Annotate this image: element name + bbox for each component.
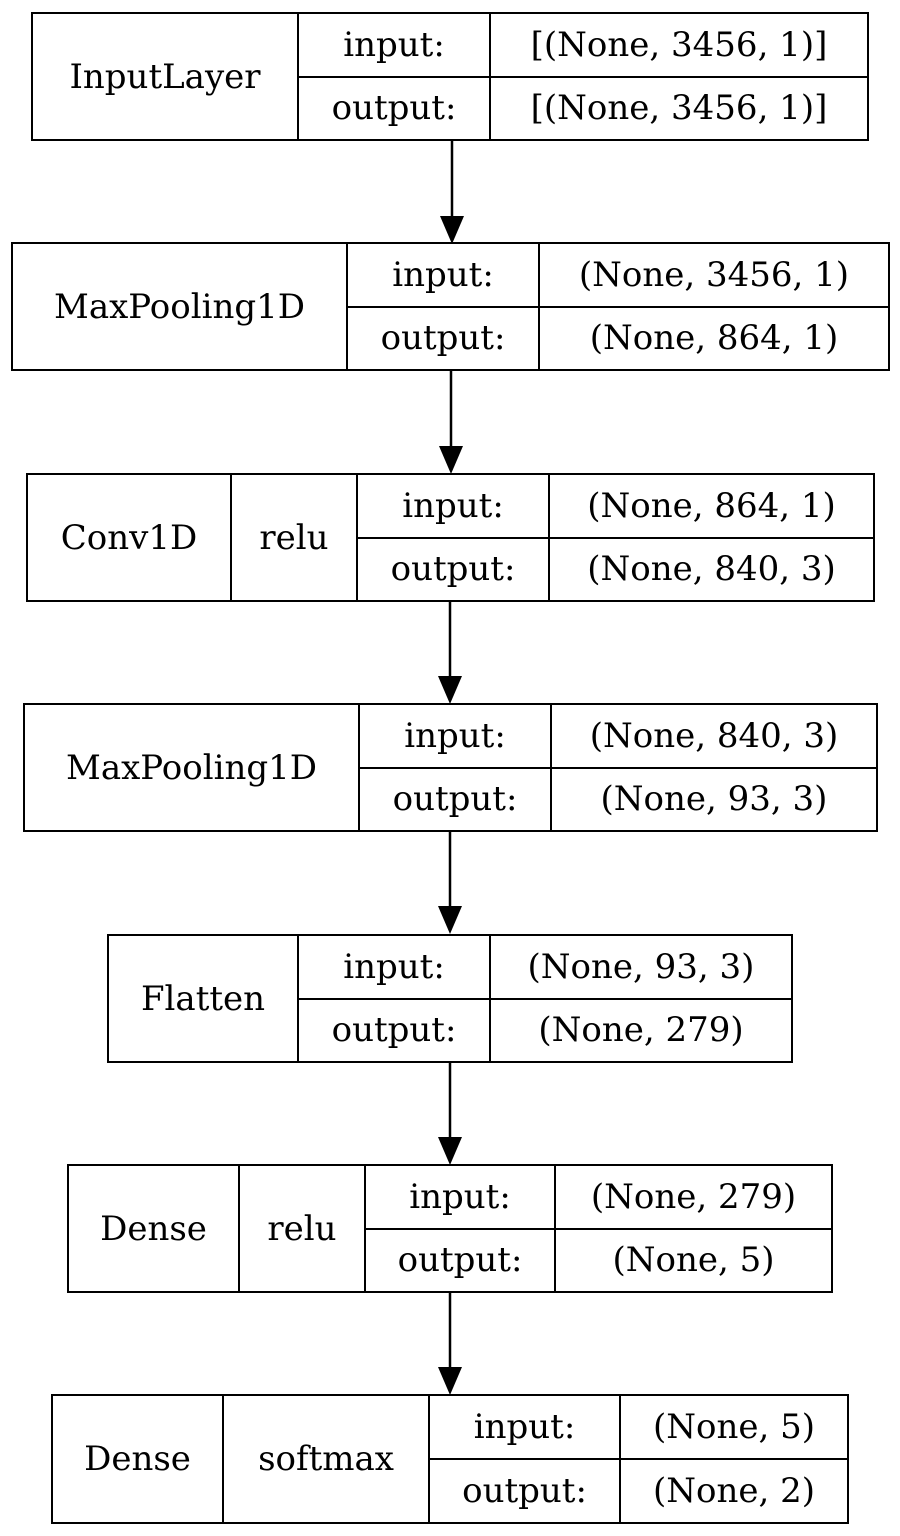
io-labels: input: output: bbox=[346, 244, 538, 369]
io-labels: input: output: bbox=[358, 705, 550, 830]
node-input-layer: InputLayer input: output: [(None, 3456, … bbox=[31, 12, 869, 141]
output-label: output: bbox=[358, 536, 548, 601]
node-maxpooling1d-2: MaxPooling1D input: output: (None, 840, … bbox=[23, 703, 878, 832]
layer-name: MaxPooling1D bbox=[66, 747, 317, 788]
io-labels: input: output: bbox=[297, 936, 489, 1061]
input-label: input: bbox=[409, 1176, 511, 1217]
activation: relu bbox=[230, 475, 356, 600]
input-shape: (None, 5) bbox=[652, 1407, 815, 1447]
output-label: output: bbox=[299, 997, 489, 1062]
output-label: output: bbox=[430, 1458, 619, 1522]
io-shapes: (None, 93, 3) (None, 279) bbox=[489, 936, 791, 1061]
output-label: output: bbox=[348, 305, 538, 370]
layer-name: InputLayer bbox=[69, 56, 261, 97]
input-label: input: bbox=[404, 715, 506, 756]
io-shapes: (None, 840, 3) (None, 93, 3) bbox=[550, 705, 876, 830]
output-shape: (None, 840, 3) bbox=[550, 536, 873, 601]
layer-name: Dense bbox=[100, 1208, 207, 1249]
node-flatten: Flatten input: output: (None, 93, 3) (No… bbox=[107, 934, 793, 1063]
output-shape: (None, 2) bbox=[621, 1458, 847, 1522]
node-maxpooling1d-1: MaxPooling1D input: output: (None, 3456,… bbox=[11, 242, 890, 371]
io-shapes: [(None, 3456, 1)] [(None, 3456, 1)] bbox=[489, 14, 867, 139]
activation: relu bbox=[238, 1166, 364, 1291]
input-label: input: bbox=[392, 254, 494, 295]
edge-flatten-to-dense1 bbox=[438, 1061, 462, 1165]
edge-maxpool2-to-flatten bbox=[438, 831, 462, 934]
input-label: input: bbox=[343, 946, 445, 987]
output-label: output: bbox=[360, 766, 550, 831]
io-shapes: (None, 3456, 1) (None, 864, 1) bbox=[538, 244, 888, 369]
input-label: input: bbox=[343, 24, 445, 65]
edge-dense1-to-dense2 bbox=[438, 1292, 462, 1395]
edge-input-to-maxpool1 bbox=[440, 140, 464, 244]
input-label: input: bbox=[402, 485, 504, 526]
input-shape: (None, 3456, 1) bbox=[578, 254, 850, 295]
input-shape: (None, 864, 1) bbox=[587, 485, 836, 526]
output-shape: [(None, 3456, 1)] bbox=[491, 75, 867, 140]
layer-name: Dense bbox=[84, 1439, 191, 1479]
input-shape: [(None, 3456, 1)] bbox=[530, 24, 828, 65]
output-shape: (None, 5) bbox=[556, 1227, 831, 1292]
io-labels: input: output: bbox=[297, 14, 489, 139]
edge-conv1d-to-maxpool2 bbox=[438, 601, 462, 704]
io-labels: input: output: bbox=[356, 475, 548, 600]
layer-name: MaxPooling1D bbox=[54, 286, 305, 327]
io-shapes: (None, 279) (None, 5) bbox=[554, 1166, 831, 1291]
output-label: output: bbox=[299, 75, 489, 140]
output-shape: (None, 93, 3) bbox=[552, 766, 876, 831]
node-conv1d: Conv1D relu input: output: (None, 864, 1… bbox=[26, 473, 875, 602]
layer-name: Conv1D bbox=[60, 517, 198, 558]
activation: softmax bbox=[222, 1396, 428, 1522]
edge-maxpool1-to-conv1d bbox=[439, 370, 463, 474]
output-shape: (None, 864, 1) bbox=[540, 305, 888, 370]
io-shapes: (None, 864, 1) (None, 840, 3) bbox=[548, 475, 873, 600]
io-labels: input: output: bbox=[364, 1166, 554, 1291]
node-dense-1: Dense relu input: output: (None, 279) (N… bbox=[67, 1164, 833, 1293]
input-shape: (None, 93, 3) bbox=[527, 946, 755, 987]
input-shape: (None, 279) bbox=[590, 1176, 797, 1217]
layer-name: Flatten bbox=[140, 978, 266, 1019]
input-label: input: bbox=[473, 1407, 576, 1447]
output-shape: (None, 279) bbox=[491, 997, 791, 1062]
input-shape: (None, 840, 3) bbox=[589, 715, 839, 756]
io-shapes: (None, 5) (None, 2) bbox=[619, 1396, 847, 1522]
output-label: output: bbox=[366, 1227, 554, 1292]
io-labels: input: output: bbox=[428, 1396, 619, 1522]
node-dense-2: Dense softmax input: output: (None, 5) (… bbox=[51, 1394, 849, 1524]
